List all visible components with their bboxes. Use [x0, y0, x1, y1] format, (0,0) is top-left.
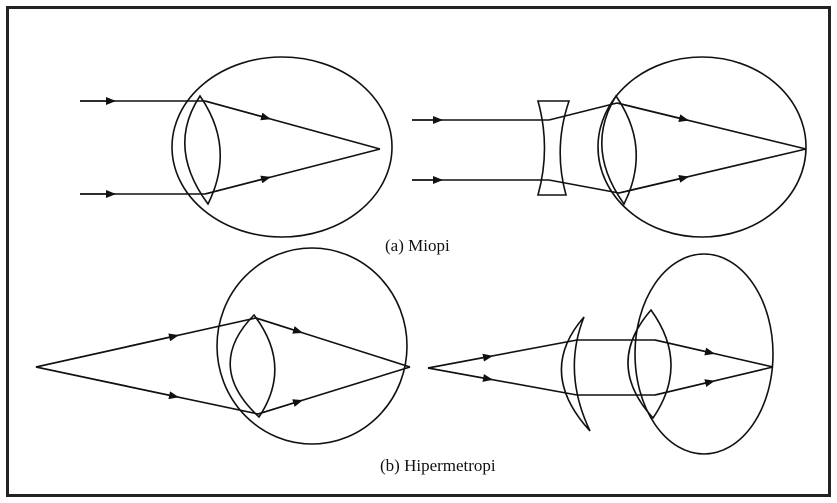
- diverging-ray-top: [548, 102, 618, 121]
- eyeball: [634, 253, 774, 455]
- caption-myopia: (a) Miopi: [385, 236, 450, 255]
- hyperopia-uncorrected-eye: [35, 247, 411, 445]
- myopia-corrected-eye: [412, 56, 807, 238]
- myopia-uncorrected-eye: [80, 56, 393, 238]
- eye-lens: [601, 94, 638, 206]
- eyeball: [216, 247, 408, 445]
- diverging-ray-bottom: [548, 179, 620, 194]
- concave-correction-lens: [536, 100, 571, 196]
- eye-lens: [627, 308, 672, 420]
- figure-frame: [6, 6, 831, 497]
- caption-hyperopia: (b) Hipermetropi: [380, 456, 496, 475]
- eye-lens: [184, 94, 222, 206]
- convex-correction-lens: [560, 316, 591, 432]
- eyeball: [171, 56, 393, 238]
- eyeball: [597, 56, 807, 238]
- hyperopia-corrected-eye: [427, 253, 774, 455]
- eye-lens: [229, 313, 276, 419]
